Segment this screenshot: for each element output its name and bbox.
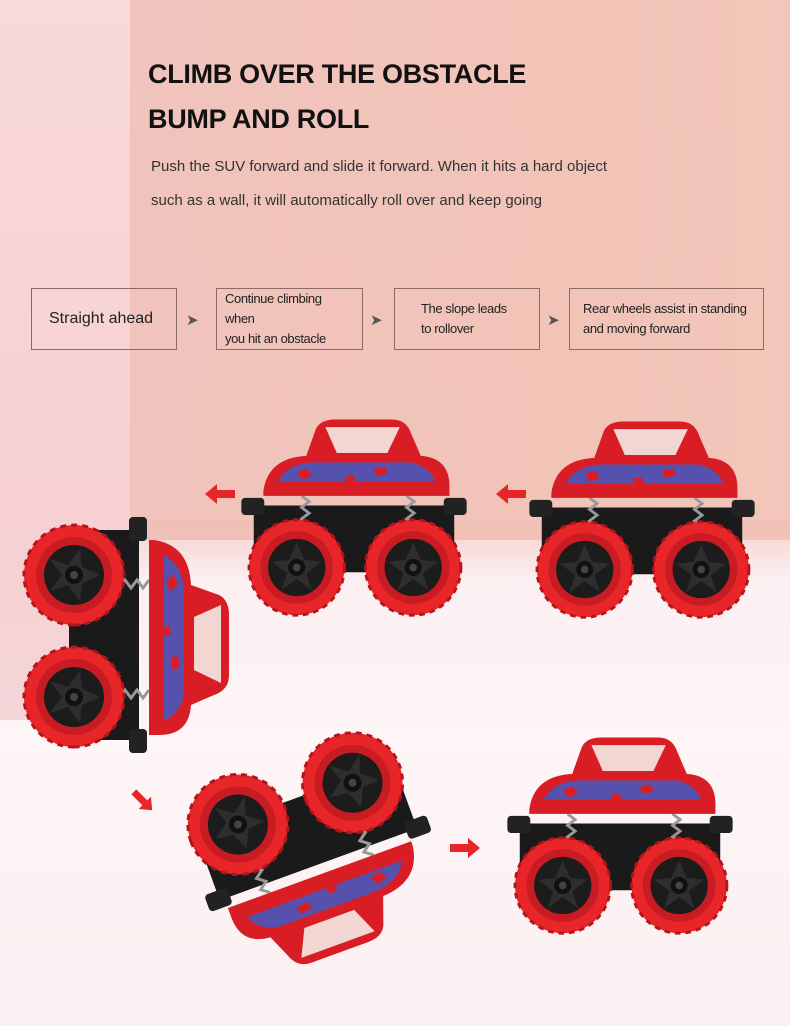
- red-arrow-icon: [496, 484, 526, 504]
- step-3-line-1: The slope leads: [421, 301, 507, 316]
- red-arrow-icon: [205, 484, 235, 504]
- monster-truck-image: [522, 412, 762, 622]
- step-2-line-1: Continue climbing when: [225, 291, 322, 326]
- headline-line-1: CLIMB OVER THE OBSTACLE: [148, 59, 527, 89]
- monster-truck-image: [234, 410, 474, 620]
- monster-truck-image: [14, 515, 244, 755]
- step-1-line-1: Straight ahead: [49, 310, 154, 327]
- step-4-line-1: Rear wheels assist in standing: [583, 301, 747, 316]
- description-line-1: Push the SUV forward and slide it forwar…: [151, 158, 608, 175]
- description: Push the SUV forward and slide it forwar…: [151, 150, 607, 218]
- monster-truck-image: [190, 740, 440, 970]
- step-box-4: Rear wheels assist in standing and movin…: [569, 288, 764, 350]
- step-4-line-2: and moving forward: [583, 321, 690, 336]
- chevron-right-icon: ➤: [370, 312, 383, 329]
- chevron-right-icon: ➤: [547, 312, 560, 329]
- step-2-line-2: you hit an obstacle: [225, 331, 326, 346]
- red-arrow-icon: [131, 789, 153, 811]
- step-box-1: Straight ahead: [31, 288, 177, 350]
- step-box-3: The slope leads to rollover: [394, 288, 540, 350]
- red-arrow-icon: [450, 838, 480, 858]
- step-3-line-2: to rollover: [421, 321, 474, 336]
- headline: CLIMB OVER THE OBSTACLE BUMP AND ROLL: [148, 52, 526, 142]
- monster-truck-image: [500, 728, 740, 938]
- headline-line-2: BUMP AND ROLL: [148, 104, 370, 134]
- chevron-right-icon: ➤: [186, 312, 199, 329]
- step-box-2: Continue climbing when you hit an obstac…: [216, 288, 363, 350]
- description-line-2: such as a wall, it will automatically ro…: [151, 192, 543, 209]
